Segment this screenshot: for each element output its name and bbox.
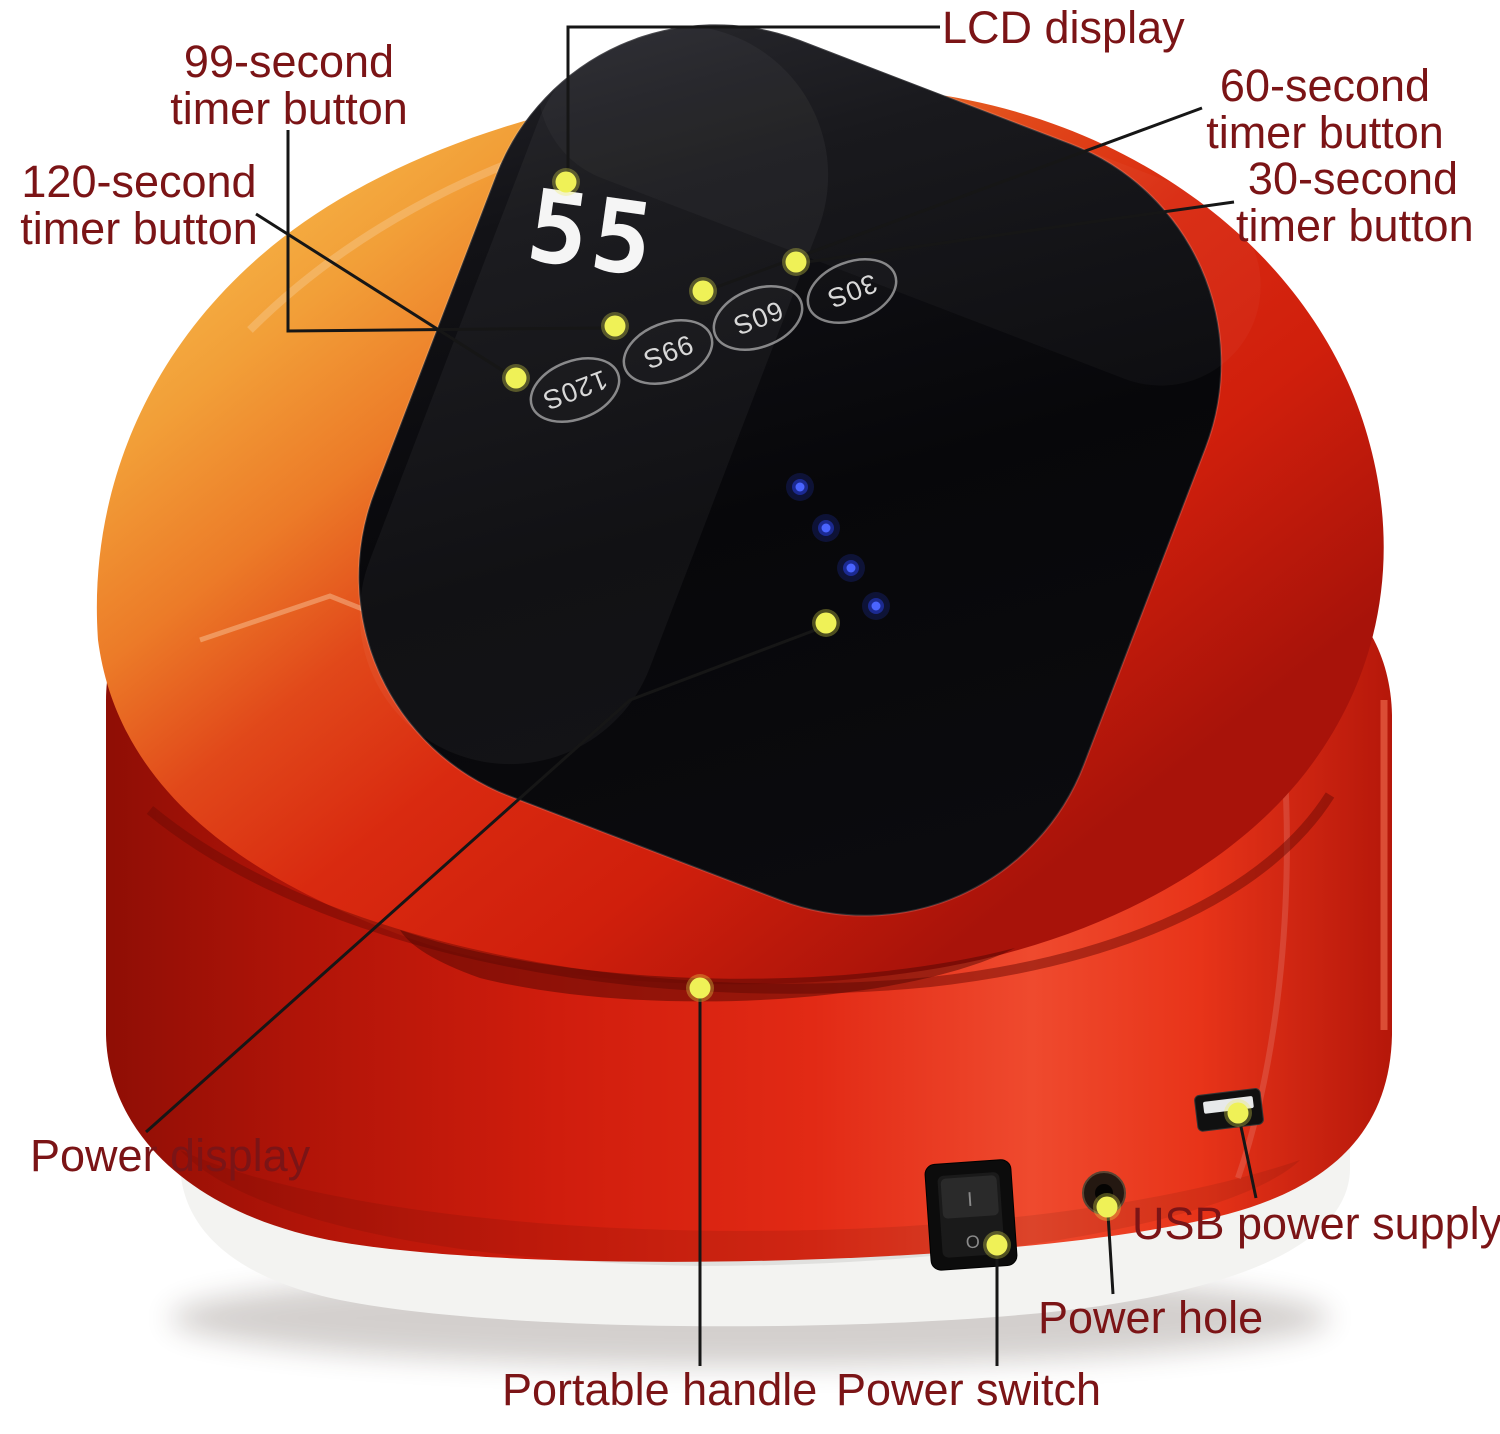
label-power-hole: Power hole [1038, 1292, 1264, 1343]
callout-line-99s [286, 130, 605, 333]
label-lcd-display: LCD display [942, 2, 1185, 53]
label-timer-30-line1: 30-second [1247, 153, 1459, 204]
indicator-dot-99s [601, 312, 629, 340]
indicator-dot-power-switch [983, 1231, 1011, 1259]
power-switch-off-mark: O [965, 1231, 980, 1252]
callout-lines [145, 25, 1258, 1366]
indicator-dot-usb [1224, 1099, 1252, 1127]
base-bottom-shading [180, 1150, 1300, 1266]
indicator-dot-power-hole [1093, 1193, 1121, 1221]
power-switch-on-mark: I [966, 1189, 973, 1211]
label-usb-power-supply: USB power supply [1132, 1198, 1500, 1249]
label-timer-120: 120-second timer button [20, 158, 258, 253]
callout-line-power-display [145, 627, 819, 1134]
callout-line-120s [255, 212, 506, 374]
label-power-switch: Power switch [836, 1364, 1102, 1415]
label-timer-60-line2: timer button [1206, 107, 1444, 159]
callout-line-lcd [566, 25, 940, 176]
label-timer-99: 99-second timer button [160, 38, 418, 133]
label-timer-120-line2: timer button [20, 203, 258, 255]
label-timer-60-line1: 60-second [1219, 60, 1431, 111]
label-timer-30-line2: timer button [1236, 200, 1474, 252]
label-timer-30: 30-second timer button [1236, 153, 1474, 252]
label-portable-handle: Portable handle [502, 1364, 818, 1415]
indicator-dot-lcd [552, 168, 580, 196]
hood-opening-shadow [400, 930, 1015, 1002]
label-timer-99-line1: 99-second [183, 36, 395, 87]
callout-line-usb [1238, 1121, 1258, 1199]
lcd-panel [357, 23, 1223, 917]
indicator-dot-portable-handle [686, 974, 714, 1002]
label-power-display: Power display [30, 1130, 311, 1181]
callout-line-power-hole [1106, 1213, 1115, 1295]
timer-button-99s[interactable]: 99S [615, 308, 722, 395]
indicator-dot-120s [502, 364, 530, 392]
indicator-dot-30s [782, 248, 810, 276]
timer-button-30s[interactable]: 30S [799, 247, 906, 334]
timer-button-60s[interactable]: 60S [705, 274, 812, 361]
label-timer-120-line1: 120-second [21, 156, 257, 207]
timer-button-120s[interactable]: 120S [522, 346, 629, 433]
indicator-dot-power-display [812, 609, 840, 637]
indicator-dots [502, 168, 1252, 1259]
indicator-dot-60s [689, 277, 717, 305]
power-display-leds [786, 473, 890, 620]
callout-line-30s [806, 200, 1235, 264]
label-timer-60: 60-second timer button [1190, 62, 1460, 157]
label-timer-99-line2: timer button [170, 83, 408, 135]
lcd-value: 55 [520, 167, 663, 301]
